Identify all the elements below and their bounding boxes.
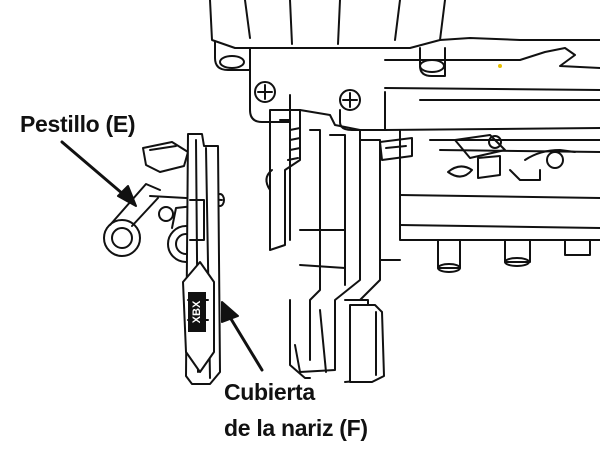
leader-arrow-latch (60, 140, 137, 207)
nose-cover-label-line1: Cubierta (224, 379, 315, 405)
nose-cover-f-part (182, 133, 221, 385)
tool-body (209, 0, 600, 273)
nose-assembly (265, 109, 385, 383)
nose-cover-label-line2: de la nariz (F) (224, 415, 368, 441)
latch-label: Pestillo (E) (20, 111, 136, 137)
part-marking: XBX (191, 300, 203, 324)
leader-arrow-nose-cover (221, 301, 264, 372)
